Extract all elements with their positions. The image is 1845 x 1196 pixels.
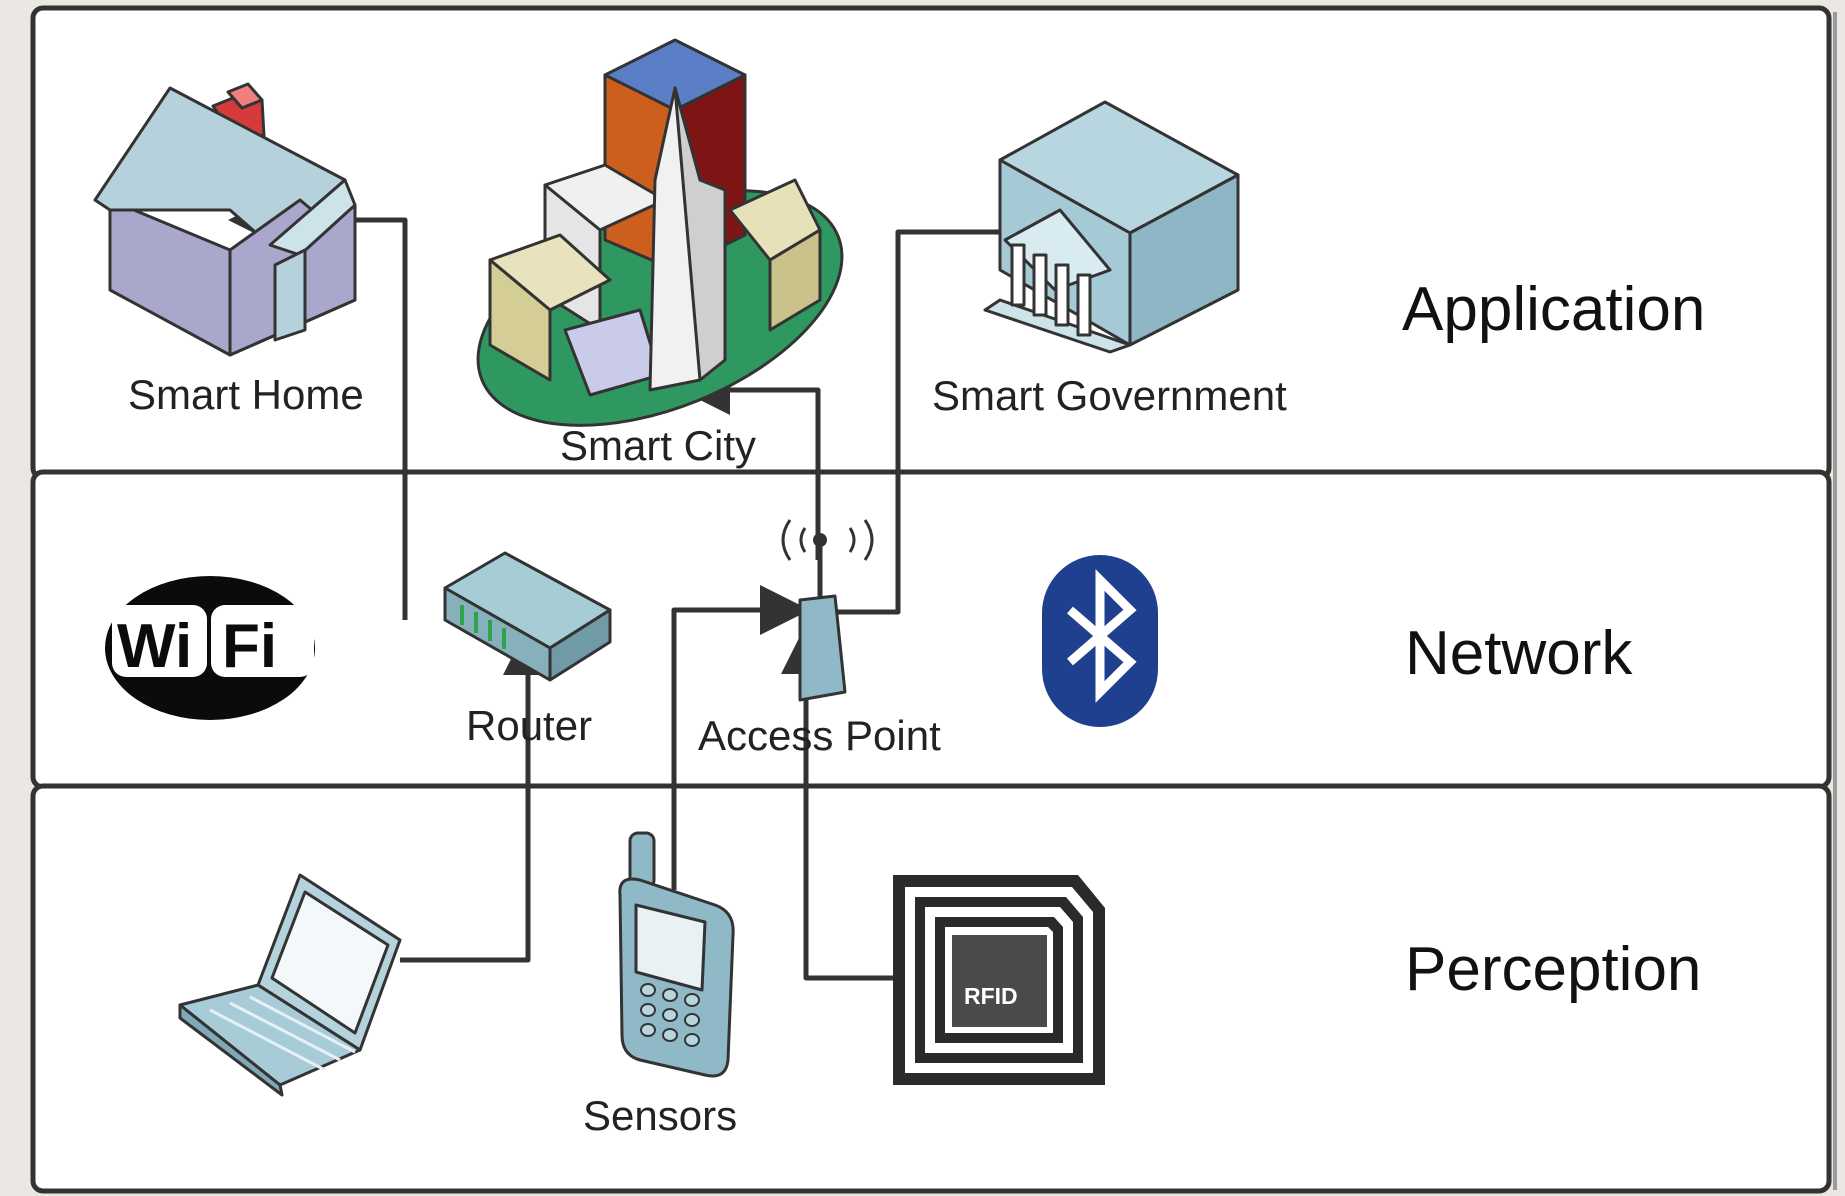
- government-building-icon: [983, 100, 1240, 354]
- connection-sensors-to-access-point: [671, 585, 810, 890]
- mobile-phone-icon: [618, 831, 735, 1078]
- layer-label-network: Network: [1405, 619, 1633, 688]
- connection-access-point-to-smart-city: [680, 365, 821, 560]
- connection-laptop-to-router: [400, 625, 553, 963]
- connection-lines: [228, 195, 1110, 981]
- connection-rfid-to-access-point: [781, 624, 895, 981]
- sensors-label: Sensors: [583, 1092, 737, 1139]
- city-icon: [476, 38, 844, 427]
- house-icon: [93, 82, 357, 357]
- layer-label-application: Application: [1402, 275, 1705, 344]
- smart-home-label: Smart Home: [128, 371, 364, 418]
- rfid-tag-text: RFID: [964, 983, 1018, 1009]
- router-icon: [443, 551, 612, 682]
- bluetooth-logo-icon: [1042, 555, 1158, 727]
- wifi-logo-text-fi: Fi: [222, 612, 277, 681]
- smart-city-label: Smart City: [560, 422, 756, 469]
- access-point-icon: [781, 519, 874, 702]
- laptop-icon: [178, 873, 402, 1097]
- smart-government-label: Smart Government: [932, 372, 1287, 419]
- access-point-label: Access Point: [698, 712, 941, 759]
- rfid-tag-icon: RFID: [893, 875, 1105, 1085]
- wifi-logo-icon: Wi Fi: [105, 576, 315, 720]
- layer-label-perception: Perception: [1405, 935, 1701, 1004]
- wifi-logo-text-wi: Wi: [117, 612, 192, 681]
- router-label: Router: [466, 702, 592, 749]
